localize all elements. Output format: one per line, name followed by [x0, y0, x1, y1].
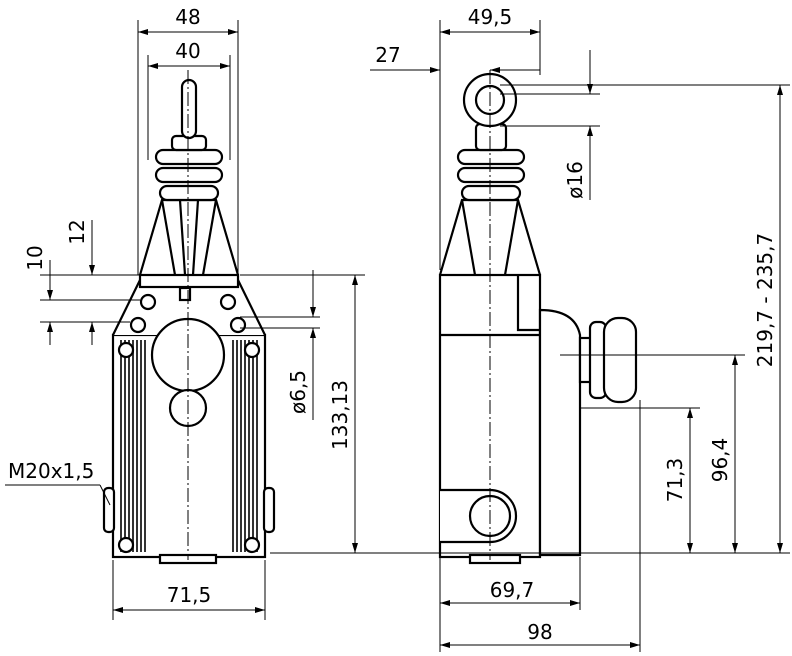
- dim-height-range: 219,7 - 235,7: [753, 233, 777, 367]
- side-view: [438, 70, 638, 565]
- dimension-labels: 48 40 49,5 27 ø16 219,7 - 235,7 96,4 71,…: [8, 5, 777, 644]
- front-view: [102, 70, 276, 565]
- dim-dia-16: ø16: [563, 161, 587, 199]
- dim-48: 48: [175, 5, 200, 29]
- dimension-lines: [5, 20, 790, 652]
- dim-10: 10: [23, 245, 47, 270]
- front-ribs-right: [230, 340, 260, 552]
- screws: [117, 293, 261, 554]
- front-cone: [138, 198, 240, 276]
- gland-left: [102, 486, 116, 534]
- gland-right: [262, 486, 276, 534]
- dim-71-3: 71,3: [663, 458, 687, 503]
- dim-133-13: 133,13: [328, 380, 352, 450]
- dim-98: 98: [527, 620, 552, 644]
- dim-27: 27: [375, 43, 400, 67]
- side-cover: [538, 308, 582, 557]
- dim-69-7: 69,7: [490, 578, 535, 602]
- reset-knob: [602, 316, 638, 404]
- dim-12: 12: [65, 219, 89, 244]
- dim-96-4: 96,4: [708, 438, 732, 483]
- thread-label: M20x1,5: [8, 459, 94, 483]
- front-lever: [180, 78, 198, 140]
- dim-40: 40: [175, 39, 200, 63]
- dim-dia-6-5: ø6,5: [286, 370, 310, 414]
- front-ribs-left: [118, 340, 148, 552]
- dim-71-5: 71,5: [167, 583, 212, 607]
- dim-49-5: 49,5: [468, 5, 513, 29]
